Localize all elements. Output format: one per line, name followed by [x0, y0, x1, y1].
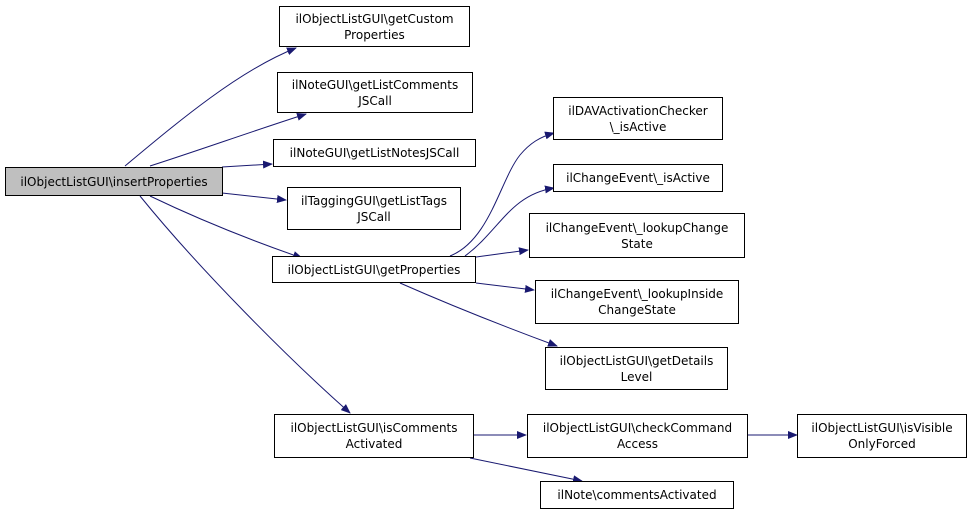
node-insert-properties-label: ilObjectListGUI\insertProperties [20, 174, 208, 189]
node-is-comments-activated-label: ilObjectListGUI\isComments Activated [290, 421, 458, 451]
node-get-list-notes-jscall[interactable]: ilNoteGUI\getListNotesJSCall [273, 139, 476, 167]
node-change-event-is-active-label: ilChangeEvent\_isActive [566, 171, 710, 185]
node-get-details-level-label: ilObjectListGUI\getDetails Level [559, 353, 714, 384]
node-lookup-inside-change-state-label: ilChangeEvent\_lookupInside ChangeState [550, 287, 724, 317]
edge-getproperties-to-getdetailslevel [399, 282, 558, 347]
node-get-properties[interactable]: ilObjectListGUI\getProperties [272, 256, 476, 283]
node-get-custom-properties-label: ilObjectListGUI\getCustom Properties [295, 11, 454, 42]
node-lookup-change-state[interactable]: ilChangeEvent\_lookupChange State [529, 213, 745, 258]
node-get-properties-label: ilObjectListGUI\getProperties [287, 262, 461, 277]
edge-insert-to-getproperties [149, 195, 303, 259]
edge-insert-to-getlisttagsjscall [221, 192, 287, 203]
node-get-list-tags-jscall-label: ilTaggingGUI\getListTags JSCall [300, 193, 448, 224]
edge-getproperties-to-davisactive [449, 131, 555, 257]
node-comments-activated-label: ilNote\commentsActivated [557, 488, 717, 502]
edge-iscommentsactivated-to-commentsactivated [469, 457, 583, 484]
edge-insert-to-iscommentsactivated [139, 195, 351, 414]
node-is-visible-only-forced[interactable]: ilObjectListGUI\isVisible OnlyForced [797, 414, 967, 458]
node-check-command-access-label: ilObjectListGUI\checkCommand Access [542, 421, 733, 451]
node-get-list-tags-jscall[interactable]: ilTaggingGUI\getListTags JSCall [287, 187, 461, 230]
node-change-event-is-active[interactable]: ilChangeEvent\_isActive [553, 164, 723, 192]
edge-getproperties-to-lookupinsidechangestate [475, 282, 535, 293]
node-lookup-inside-change-state[interactable]: ilChangeEvent\_lookupInside ChangeState [535, 280, 739, 324]
node-is-comments-activated[interactable]: ilObjectListGUI\isComments Activated [274, 414, 474, 458]
node-get-custom-properties[interactable]: ilObjectListGUI\getCustom Properties [279, 6, 470, 47]
node-get-list-comments-jscall-label: ilNoteGUI\getListComments JSCall [291, 77, 459, 108]
edge-getproperties-to-lookupchangestate [475, 247, 529, 258]
edge-insert-to-getlistcommentsjscall [149, 112, 307, 167]
node-get-details-level[interactable]: ilObjectListGUI\getDetails Level [545, 347, 728, 390]
node-check-command-access[interactable]: ilObjectListGUI\checkCommand Access [527, 414, 748, 458]
node-dav-is-active-label: ilDAVActivationChecker \_isActive [568, 103, 708, 134]
node-insert-properties: ilObjectListGUI\insertProperties [5, 167, 223, 196]
edge-insert-to-getlistnotesjscall [221, 160, 273, 169]
edge-getproperties-to-changeeventisactive [464, 185, 555, 257]
node-get-list-comments-jscall[interactable]: ilNoteGUI\getListComments JSCall [277, 72, 473, 113]
node-lookup-change-state-label: ilChangeEvent\_lookupChange State [545, 220, 729, 251]
node-get-list-notes-jscall-label: ilNoteGUI\getListNotesJSCall [289, 146, 460, 160]
node-comments-activated[interactable]: ilNote\commentsActivated [540, 481, 734, 509]
node-dav-is-active[interactable]: ilDAVActivationChecker \_isActive [553, 97, 723, 140]
node-is-visible-only-forced-label: ilObjectListGUI\isVisible OnlyForced [811, 421, 953, 451]
edge-insert-to-getcustomproperties [124, 47, 297, 167]
